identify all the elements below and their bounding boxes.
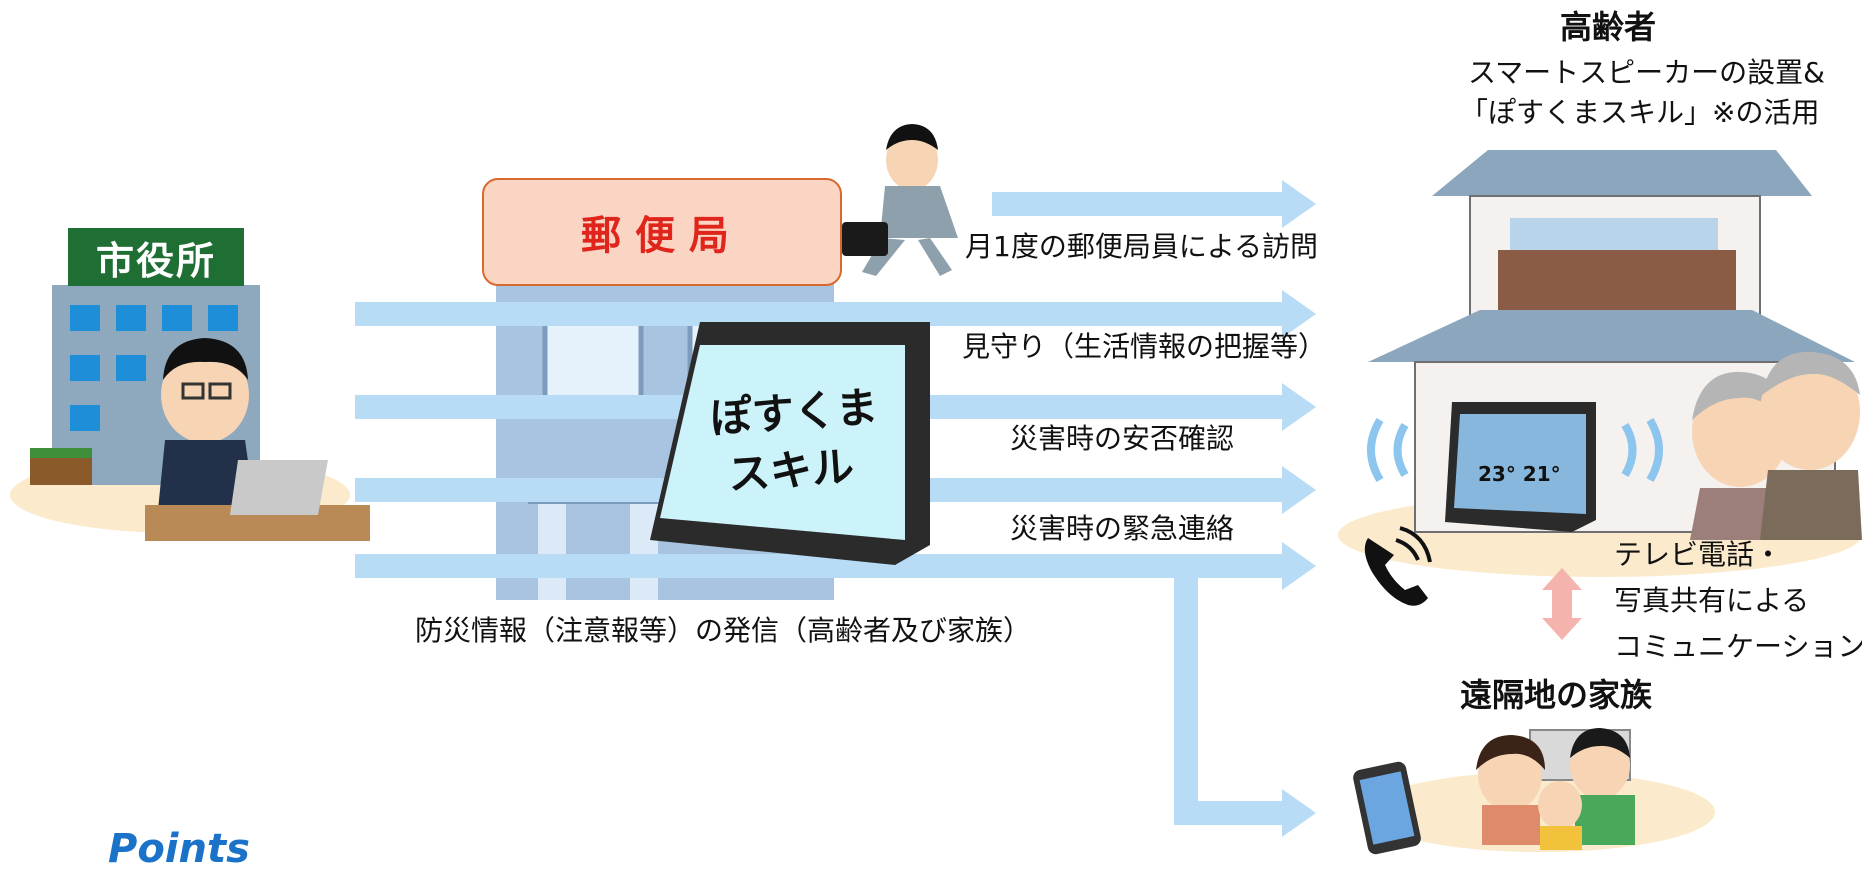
arrow-label-watch: 見守り（生活情報の把握等） (962, 330, 1327, 363)
videocall-line1: テレビ電話・ (1614, 538, 1783, 571)
house-illustration (1338, 150, 1862, 577)
postman-illustration (842, 124, 958, 276)
elderly-title: 高齢者 (1560, 8, 1657, 46)
post-office-sign: 郵便局 (482, 178, 842, 286)
phone-icon (1364, 526, 1432, 606)
arrow-label-safety: 災害時の安否確認 (1010, 422, 1235, 455)
points-heading: Points (108, 826, 250, 872)
elderly-desc-line2: 「ぽすくまスキル」※の活用 (1460, 96, 1820, 129)
family-title: 遠隔地の家族 (1460, 676, 1653, 714)
elderly-desc-line1: スマートスピーカーの設置& (1468, 56, 1825, 89)
broadcast-label: 防災情報（注意報等）の発信（高齢者及び家族） (415, 614, 1032, 647)
videocall-line2: 写真共有による (1614, 584, 1810, 617)
arrow-label-visit: 月1度の郵便局員による訪問 (965, 230, 1318, 263)
family-illustration (1353, 728, 1715, 855)
videocall-line3: コミュニケーション (1614, 630, 1862, 663)
cityhall-worker-illustration (145, 338, 370, 541)
smart-speaker-large (650, 322, 930, 565)
flow-arrows (355, 180, 1316, 837)
device-label-line2: スキル (726, 441, 856, 500)
device-temperature: 23° 21° (1478, 462, 1561, 486)
updown-arrow (1542, 568, 1582, 640)
city-hall-sign: 市役所 (68, 228, 244, 286)
arrow-label-emergency: 災害時の緊急連絡 (1010, 512, 1235, 545)
